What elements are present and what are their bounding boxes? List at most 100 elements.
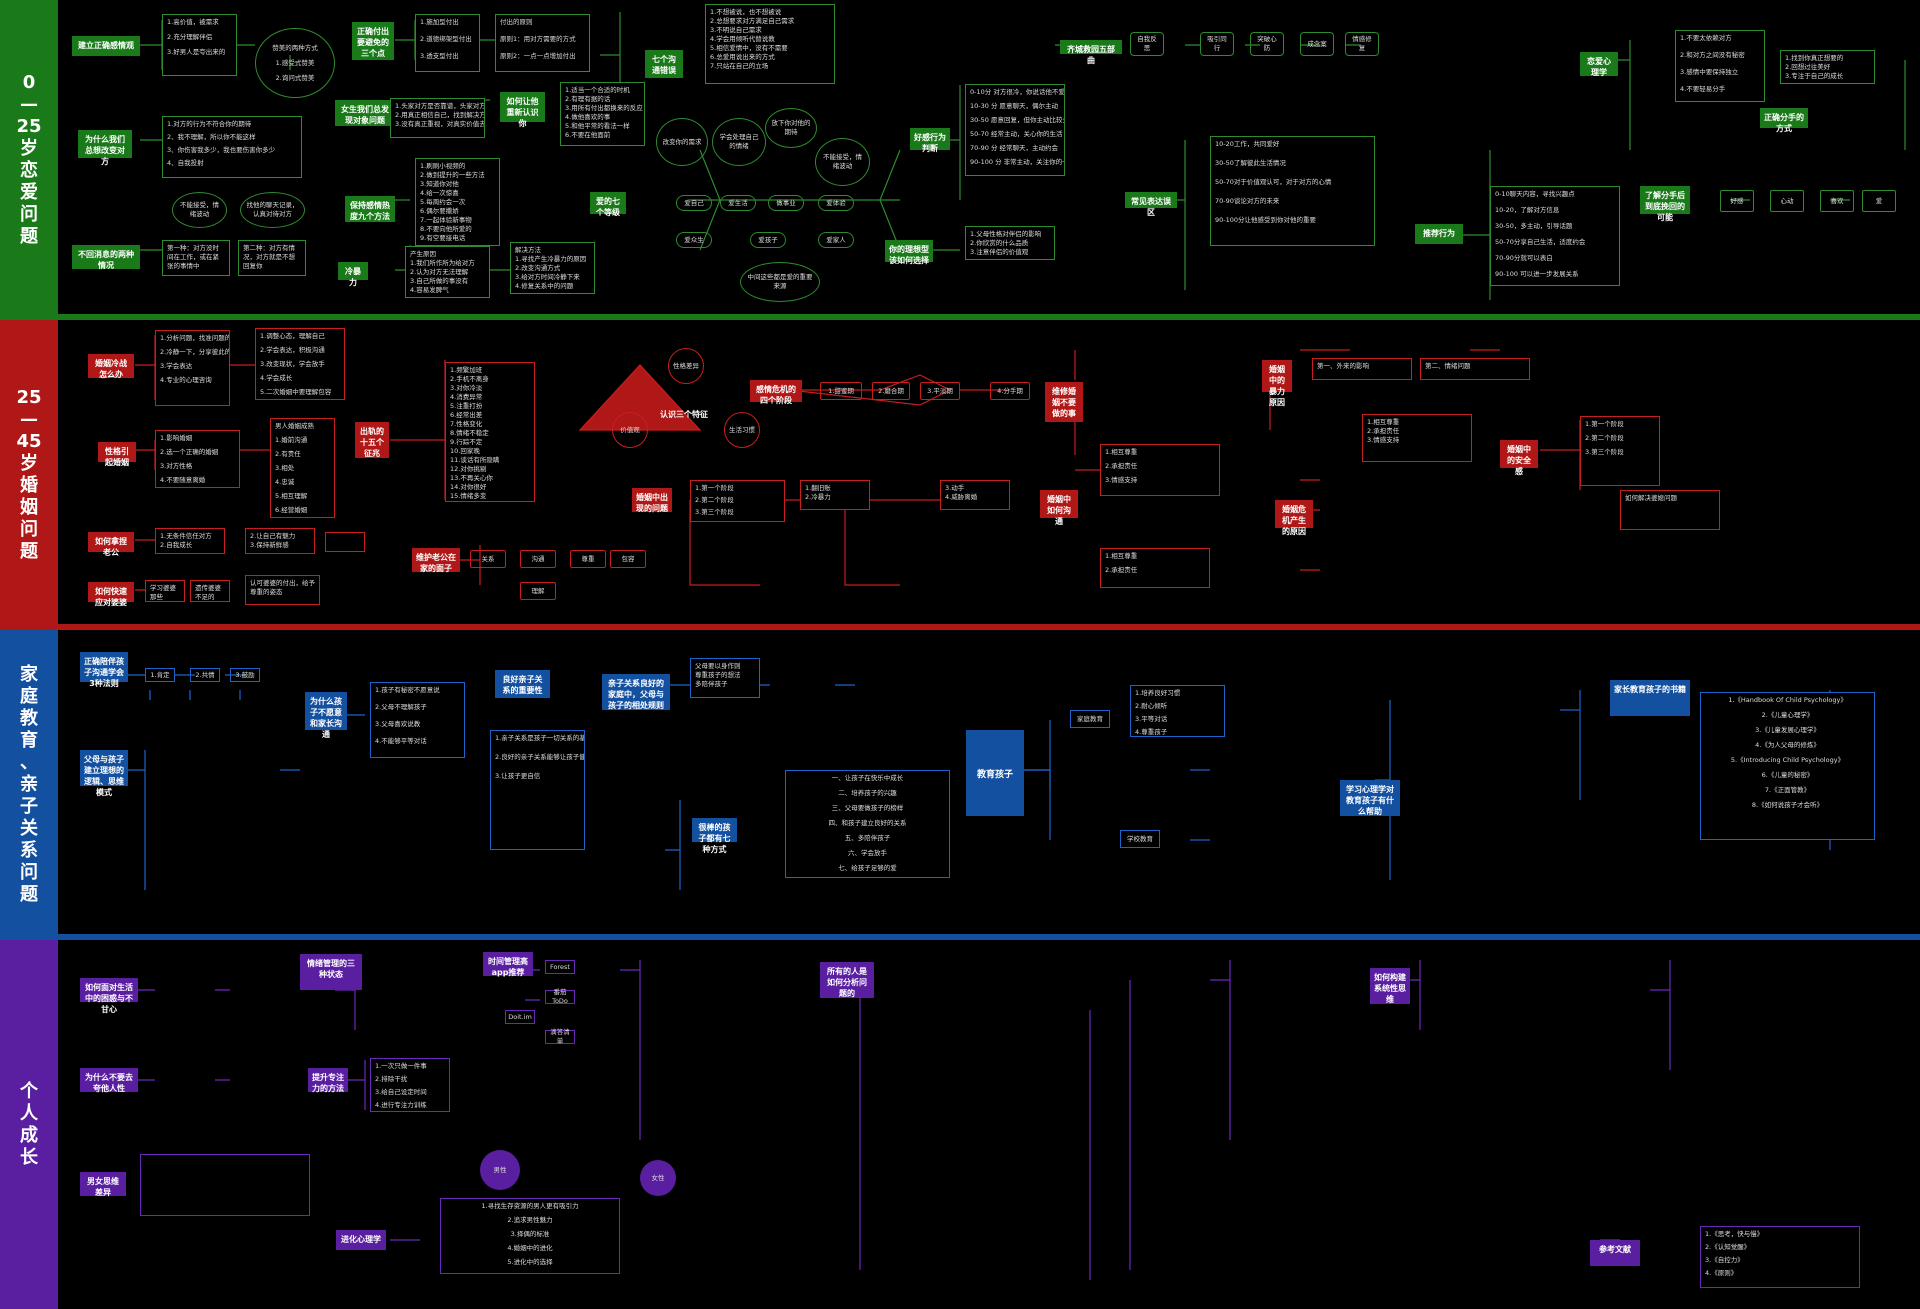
app-node: 滴答清单	[545, 1028, 575, 1045]
topic-emotion-states[interactable]: 情绪管理的三种状态	[300, 954, 362, 990]
section-title-dating: 0 — 25 岁 恋 爱 问 题	[0, 0, 58, 320]
topic-expression-mistakes[interactable]: 常见表达误区	[1125, 192, 1177, 217]
topic-post-breakup[interactable]: 了解分手后到底挽回的可能	[1640, 186, 1690, 222]
topic-good-relation[interactable]: 良好亲子关系的重要性	[495, 670, 550, 698]
love-cloud-d: 不能接受，情绪波动	[815, 138, 870, 186]
topic-recommended-behavior[interactable]: 推荐行为	[1415, 224, 1463, 244]
topic-marriage-issues[interactable]: 婚姻中出现的问题	[632, 488, 672, 513]
connector-lines	[125, 674, 1831, 890]
topic-giving-mistakes[interactable]: 正确付出要避免的三个点	[352, 22, 394, 60]
topic-time-apps[interactable]: 时间管理高app推荐	[483, 952, 533, 977]
topic-cheating-signs[interactable]: 出轨的十五个征兆	[355, 422, 389, 458]
topic-family-rules[interactable]: 亲子关系良好的家庭中，父母与孩子的相处规则	[602, 674, 670, 710]
parenting-books-list: 1.《Handbook Of Child Psychology》2.《儿童心理学…	[1700, 692, 1875, 840]
topic-three-traits[interactable]: 认识三个特征	[660, 410, 708, 419]
topic-face-confusion[interactable]: 如何面对生活中的困惑与不甘心	[80, 978, 138, 1014]
mother-in-law-c: 认可婆婆的付出，给予尊重的姿态	[245, 575, 320, 605]
title-char: 庭	[20, 686, 38, 707]
crisis-stage-node: 3.平淡期	[920, 382, 960, 400]
title-char: 问	[20, 204, 38, 225]
topic-why-change-partner[interactable]: 为什么我们总想改变对方	[78, 130, 132, 166]
topic-why-kids-silent[interactable]: 为什么孩子不愿意和家长沟通	[305, 692, 347, 739]
topic-evolution-psychology[interactable]: 进化心理学	[336, 1230, 386, 1250]
love-cloud-c: 放下你对他的期待	[765, 108, 817, 148]
topic-love-psychology[interactable]: 恋爱心理学	[1580, 52, 1618, 77]
topic-focus-methods[interactable]: 提升专注力的方法	[308, 1068, 348, 1093]
edu-type-node: 家庭教育	[1070, 710, 1110, 728]
topic-parent-logic[interactable]: 父母与孩子建立理想的逻辑、思维模式	[80, 750, 128, 797]
no-reply-cloud-b: 找他的聊天记录，认真对待对方	[240, 192, 305, 228]
giving-principles: 付出的原则原则1：用对方需要的方式原则2：一点一点增加付出	[495, 14, 590, 72]
in-law-nodes: 如何解决婆媳问题	[1620, 490, 1720, 530]
topic-crisis-stages[interactable]: 感情危机的四个阶段	[750, 380, 802, 405]
rule-node: 3.鼓励	[230, 668, 260, 682]
references-list: 1.《思考，快与慢》2.《认知觉醒》3.《自控力》4.《原则》	[1700, 1226, 1860, 1288]
topic-husband-face[interactable]: 维护老公在家的面子	[412, 548, 460, 573]
topic-psychology-help[interactable]: 学习心理学对教育孩子有什么帮助	[1340, 780, 1400, 816]
title-char: 题	[20, 541, 38, 562]
topic-marriage-cold-war[interactable]: 婚姻冷战怎么办	[88, 354, 134, 379]
topic-re-know-you[interactable]: 如何让他重新认识你	[500, 92, 545, 128]
topic-seven-communication-errors[interactable]: 七个沟通错误	[645, 50, 683, 78]
topic-affection-judgement[interactable]: 好感行为判断	[910, 128, 950, 153]
section-title-family: 家 庭 教 育 、 亲 子 关 系 问 题	[0, 630, 58, 940]
love-level-node: 爱自己	[676, 195, 712, 211]
topic-correct-love-view[interactable]: 建立正确感情观	[72, 36, 140, 56]
topic-fix-marriage[interactable]: 维修婚姻不要做的事	[1045, 382, 1083, 422]
love-level-node: 爱体验	[818, 195, 854, 211]
topic-marriage-communication[interactable]: 婚姻中如何沟通	[1040, 490, 1078, 526]
no-reply-case-a: 第一种：对方没时间在工作，或在紧张的事情中	[162, 240, 230, 276]
topic-educate-children[interactable]: 教育孩子	[966, 730, 1024, 816]
topic-handle-husband[interactable]: 如何拿捏老公	[88, 532, 134, 557]
topic-cold-violence[interactable]: 冷暴力	[338, 262, 368, 287]
topic-love-levels[interactable]: 爱的七个等级	[590, 192, 626, 217]
step-node: 吸引同行	[1200, 32, 1234, 56]
male-node: 男性	[480, 1150, 520, 1190]
topic-systemic-thinking[interactable]: 如何构建系统性思维	[1370, 968, 1410, 1004]
topic-five-steps[interactable]: 齐城救园五部曲	[1060, 40, 1122, 65]
topic-dont-praise[interactable]: 为什么不要去夸他人性	[80, 1068, 138, 1093]
title-char: 教	[20, 708, 38, 729]
title-char: 岁	[20, 138, 38, 159]
topic-gender-thinking[interactable]: 男女思维差异	[80, 1172, 126, 1197]
app-node: Forest	[545, 960, 575, 974]
topic-ideal-partner[interactable]: 你的理想型该如何选择	[885, 240, 933, 265]
topic-violence-causes[interactable]: 婚姻中的暴力原因	[1262, 360, 1292, 407]
topic-three-rules[interactable]: 正确陪伴孩子沟通学会3种法则	[80, 652, 128, 688]
topic-parenting-books[interactable]: 家长教育孩子的书籍	[1610, 680, 1690, 716]
love-cloud-b: 学会处理自己的情绪	[712, 118, 766, 166]
section-title-marriage: 25 — 45 岁 婚 姻 问 题	[0, 320, 58, 630]
family-rules-list: 父母要以身作则尊重孩子的想法多陪伴孩子	[690, 658, 760, 698]
love-summary-cloud: 中间这些都是爱的重要来源	[740, 262, 820, 302]
husband-face-node: 包容	[610, 550, 646, 568]
topic-personality-marriage[interactable]: 性格引起婚姻	[98, 442, 136, 467]
topic-no-reply[interactable]: 不回消息的两种情况	[72, 245, 140, 270]
topic-keep-love-warm[interactable]: 保持感情热度九个方法	[345, 196, 395, 222]
topic-problem-analysis[interactable]: 所有的人是如何分析问题的	[820, 962, 874, 998]
stage-node: 爱	[1862, 190, 1896, 212]
topic-references[interactable]: 参考文献	[1590, 1240, 1640, 1266]
topic-mother-in-law[interactable]: 如何快速应对婆婆	[88, 582, 134, 607]
topic-find-partner-problems[interactable]: 女生我们总发现对象问题	[335, 100, 395, 126]
topic-breakup-way[interactable]: 正确分手的方式	[1760, 108, 1808, 133]
edu-type-node: 学校教育	[1120, 830, 1160, 848]
section-personal-growth: 个 人 成 长 如何面对生活中的困惑与不甘心 为什么不要去夸他人性 男女思维差异…	[0, 940, 1920, 1309]
trait-node: 生活习惯	[724, 412, 760, 448]
title-char: 、	[20, 752, 38, 773]
crisis-stage-node: 4.分手期	[990, 382, 1030, 400]
topic-crisis-causes[interactable]: 婚姻危机产生的原因	[1275, 500, 1313, 536]
topic-seven-methods[interactable]: 很棒的孩子都有七种方式	[692, 818, 737, 854]
topic-marriage-security[interactable]: 婚姻中的安全感	[1500, 440, 1538, 476]
title-char: 问	[20, 519, 38, 540]
